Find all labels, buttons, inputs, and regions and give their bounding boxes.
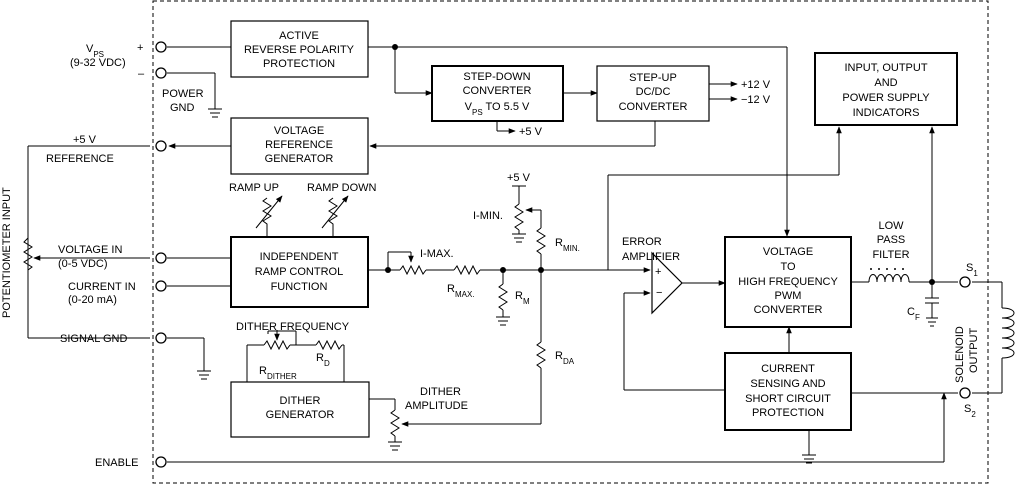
block-indicators: INPUT, OUTPUT AND POWER SUPPLY INDICATOR… [814, 52, 958, 126]
svg-text:HIGH FREQUENCY: HIGH FREQUENCY [738, 276, 838, 288]
vps-label: VPS [86, 43, 104, 59]
svg-text:CONVERTER: CONVERTER [754, 304, 823, 316]
block-stepdown: STEP-DOWN CONVERTER VPS TO 5.5 V [431, 65, 564, 122]
rda-label: RDA [555, 350, 575, 366]
block-stepup: STEP-UP DC/DC CONVERTER [596, 65, 710, 122]
svg-text:–: – [138, 68, 145, 80]
svg-text:VPS TO 5.5 V: VPS TO 5.5 V [465, 101, 530, 117]
svg-text:+5 V: +5 V [519, 126, 543, 138]
svg-text:LOW: LOW [878, 220, 904, 232]
rdither-label: RDITHER [259, 365, 297, 381]
svg-text:DITHER: DITHER [420, 386, 461, 398]
svg-text:AND: AND [874, 77, 897, 89]
block-dither-generator: DITHER GENERATOR [230, 381, 370, 438]
svg-text:SOLENOID: SOLENOID [954, 326, 966, 383]
svg-text:+: + [655, 266, 661, 278]
component-labels: +12 V −12 V +5 V RAMP UP RAMP DOWN +5 V … [229, 79, 980, 419]
svg-text:+12 V: +12 V [741, 79, 771, 91]
svg-text:SHORT CIRCUIT: SHORT CIRCUIT [745, 393, 831, 405]
svg-text:PWM: PWM [775, 290, 802, 302]
svg-text:AMPLITUDE: AMPLITUDE [405, 400, 468, 412]
svg-text:(0-5 VDC): (0-5 VDC) [58, 258, 108, 270]
svg-text:INPUT, OUTPUT: INPUT, OUTPUT [844, 62, 927, 74]
svg-text:STEP-DOWN: STEP-DOWN [463, 71, 530, 83]
svg-text:CONVERTER: CONVERTER [619, 101, 688, 113]
junction-dots [385, 44, 935, 285]
wiring [23, 46, 1015, 464]
terminals [155, 41, 971, 468]
block-current-sensing: CURRENT SENSING AND SHORT CIRCUIT PROTEC… [724, 352, 852, 431]
svg-text:GENERATOR: GENERATOR [266, 409, 335, 421]
block-ramp-control: INDEPENDENT RAMP CONTROL FUNCTION [230, 236, 369, 308]
svg-text:INDEPENDENT: INDEPENDENT [260, 251, 339, 263]
svg-text:REFERENCE: REFERENCE [46, 153, 114, 165]
cf-label: CF [907, 306, 920, 322]
svg-text:−: − [656, 287, 662, 299]
svg-text:PASS: PASS [877, 234, 906, 246]
svg-text:ERROR: ERROR [622, 236, 662, 248]
svg-text:INDICATORS: INDICATORS [853, 107, 920, 119]
rmax-label: RMAX. [447, 283, 475, 299]
s1-label: S1 [966, 262, 978, 278]
svg-text:RAMP UP: RAMP UP [229, 182, 279, 194]
svg-text:GND: GND [170, 102, 195, 114]
svg-text:VOLTAGE: VOLTAGE [274, 125, 324, 137]
svg-text:PROTECTION: PROTECTION [752, 407, 824, 419]
svg-text:CURRENT IN: CURRENT IN [68, 281, 136, 293]
rd-label: RD [316, 352, 330, 368]
svg-text:SENSING AND: SENSING AND [750, 378, 825, 390]
svg-text:DITHER FREQUENCY: DITHER FREQUENCY [236, 321, 350, 333]
svg-text:REFERENCE: REFERENCE [265, 139, 333, 151]
s2-label: S2 [964, 403, 976, 419]
rm-label: RM [515, 290, 530, 306]
svg-text:PROTECTION: PROTECTION [263, 58, 335, 70]
svg-text:TO: TO [780, 261, 796, 273]
svg-text:I-MAX.: I-MAX. [420, 248, 454, 260]
svg-text:STEP-UP: STEP-UP [629, 72, 677, 84]
svg-text:(9-32 VDC): (9-32 VDC) [70, 57, 126, 69]
svg-text:−12 V: −12 V [741, 94, 771, 106]
svg-text:OUTPUT: OUTPUT [968, 328, 980, 374]
block-pwm-converter: VOLTAGE TO HIGH FREQUENCY PWM CONVERTER [724, 236, 852, 328]
svg-text:SIGNAL GND: SIGNAL GND [60, 333, 127, 345]
svg-text:+: + [137, 42, 143, 54]
svg-text:CURRENT: CURRENT [761, 363, 815, 375]
svg-text:VOLTAGE: VOLTAGE [763, 246, 813, 258]
svg-text:+5 V: +5 V [507, 172, 531, 184]
svg-text:(0-20 mA): (0-20 mA) [68, 294, 117, 306]
svg-text:AMPLIFIER: AMPLIFIER [622, 251, 680, 263]
svg-text:GENERATOR: GENERATOR [265, 153, 334, 165]
svg-text:DC/DC: DC/DC [636, 86, 671, 98]
svg-text:VOLTAGE IN: VOLTAGE IN [58, 244, 122, 256]
input-labels: VPS + (9-32 VDC) – POWER GND +5 V REFERE… [1, 42, 204, 469]
svg-text:POTENTIOMETER INPUT: POTENTIOMETER INPUT [1, 187, 13, 318]
svg-text:CONVERTER: CONVERTER [463, 85, 532, 97]
svg-text:FILTER: FILTER [872, 249, 909, 261]
svg-text:ACTIVE: ACTIVE [279, 30, 319, 42]
block-protection: ACTIVE REVERSE POLARITY PROTECTION [230, 20, 369, 78]
svg-text:POWER SUPPLY: POWER SUPPLY [842, 92, 930, 104]
svg-text:DITHER: DITHER [280, 395, 321, 407]
svg-text:POWER: POWER [162, 88, 204, 100]
rmin-label: RMIN. [555, 237, 580, 253]
svg-text:ENABLE: ENABLE [95, 457, 138, 469]
svg-text:FUNCTION: FUNCTION [271, 281, 328, 293]
block-voltage-reference: VOLTAGE REFERENCE GENERATOR [230, 117, 369, 175]
error-amplifier: + − [651, 251, 683, 315]
svg-text:RAMP DOWN: RAMP DOWN [307, 182, 377, 194]
svg-text:REVERSE POLARITY: REVERSE POLARITY [244, 44, 355, 56]
svg-text:RAMP CONTROL: RAMP CONTROL [255, 266, 343, 278]
svg-text:+5 V: +5 V [73, 134, 97, 146]
svg-text:I-MIN.: I-MIN. [473, 210, 503, 222]
